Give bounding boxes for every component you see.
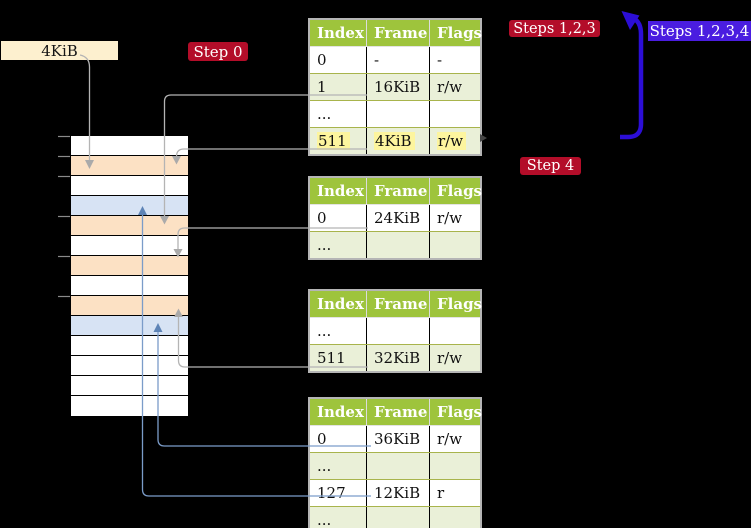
highlighted-value: 511	[317, 132, 350, 150]
column-header-flags: Flags	[429, 20, 482, 46]
memory-row-3	[71, 176, 188, 196]
table-row: 0 - -	[310, 46, 480, 73]
column-header-index: Index	[317, 295, 364, 313]
column-header-frame: Frame	[366, 178, 429, 204]
table-row: ...	[310, 317, 480, 344]
highlighted-value: r/w	[437, 132, 467, 150]
memory-row-14	[71, 396, 188, 416]
memory-row-7	[71, 256, 188, 276]
table-header-row: Index Frame Flags	[310, 178, 482, 204]
memory-row-6	[71, 236, 188, 256]
memory-row-12	[71, 356, 188, 376]
memory-row-10	[71, 316, 188, 336]
recursion-arrow-shaft	[620, 15, 644, 140]
table-row: 1 16KiB r/w	[310, 73, 480, 100]
column-header-frame: Frame	[366, 291, 429, 317]
column-header-index: Index	[317, 182, 364, 200]
memory-tick-marks	[58, 135, 70, 298]
memory-row-9	[71, 296, 188, 316]
memory-row-2	[71, 156, 188, 176]
highlighted-value: 4KiB	[374, 132, 415, 150]
table-row: ...	[310, 452, 480, 479]
memory-row-13	[71, 376, 188, 396]
step4-badge: Step 4	[520, 157, 581, 175]
recursion-arrowhead	[621, 11, 640, 30]
table-row: ...	[310, 506, 480, 528]
memory-row-4	[71, 196, 188, 216]
table-row: 127 12KiB r	[310, 479, 480, 506]
table-row-highlighted: 511 4KiB r/w	[310, 127, 480, 154]
memory-row-5	[71, 216, 188, 236]
steps-1234-badge: Steps 1,2,3,4	[648, 21, 751, 41]
recursion-arrow	[620, 11, 644, 140]
column-header-index: Index	[317, 403, 364, 421]
page-table-level4: Index Frame Flags 0 - - 1 16KiB r/w ... …	[308, 18, 482, 156]
column-header-index: Index	[317, 24, 364, 42]
column-header-flags: Flags	[429, 178, 482, 204]
table-header-row: Index Frame Flags	[310, 399, 482, 425]
frame-size-label: 4KiB	[1, 41, 118, 60]
table-header-row: Index Frame Flags	[310, 20, 482, 46]
page-table-level3: Index Frame Flags 0 24KiB r/w ...	[308, 176, 482, 260]
page-table-level1: Index Frame Flags 0 36KiB r/w ... 127 12…	[308, 397, 482, 528]
memory-row-1	[71, 136, 188, 156]
table-row: 511 32KiB r/w	[310, 344, 480, 371]
column-header-frame: Frame	[366, 399, 429, 425]
table-header-row: Index Frame Flags	[310, 291, 482, 317]
page-table-level2: Index Frame Flags ... 511 32KiB r/w	[308, 289, 482, 373]
column-header-flags: Flags	[429, 399, 482, 425]
column-header-flags: Flags	[429, 291, 482, 317]
memory-row-11	[71, 336, 188, 356]
column-header-frame: Frame	[366, 20, 429, 46]
table-row: ...	[310, 231, 480, 258]
steps-123-badge: Steps 1,2,3	[509, 20, 600, 37]
step0-badge: Step 0	[188, 42, 248, 61]
memory-row-8	[71, 276, 188, 296]
table-row: ...	[310, 100, 480, 127]
table-row: 0 24KiB r/w	[310, 204, 480, 231]
table-row: 0 36KiB r/w	[310, 425, 480, 452]
memory-column	[70, 135, 189, 417]
